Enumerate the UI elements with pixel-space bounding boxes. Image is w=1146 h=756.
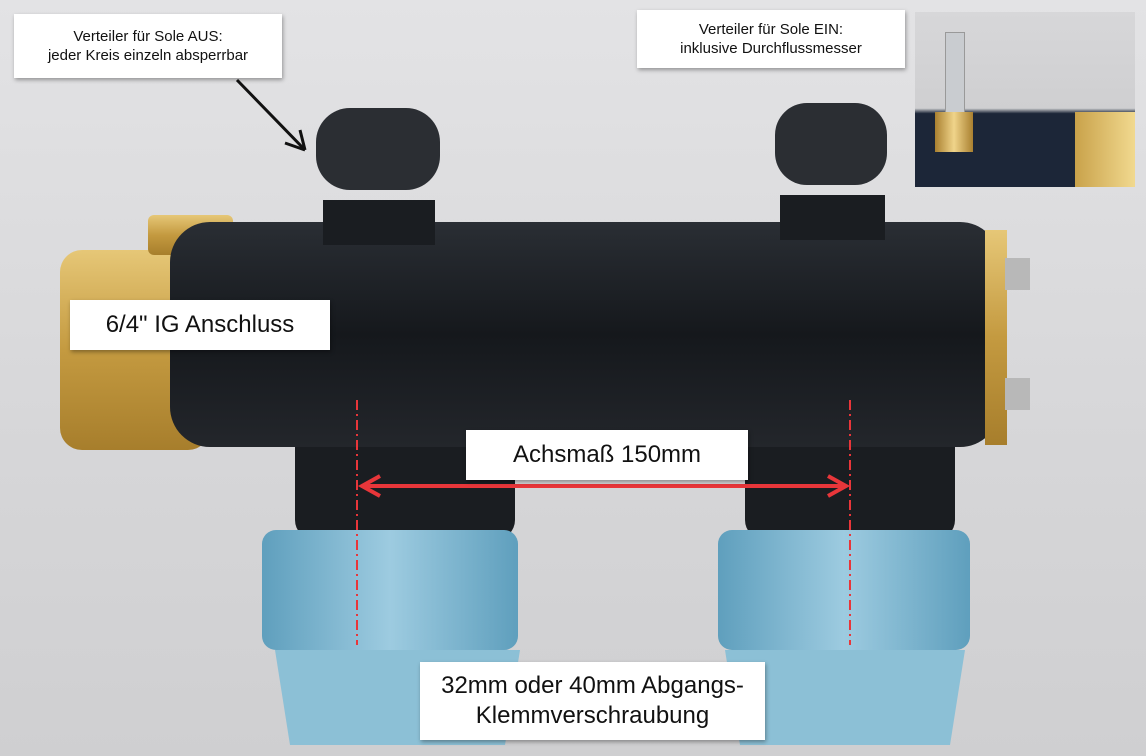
connection-label: 6/4" IG Anschluss xyxy=(70,300,330,350)
nuts xyxy=(1005,258,1030,410)
sole-aus-label: Verteiler für Sole AUS: jeder Kreis einz… xyxy=(14,14,282,78)
label-line: Verteiler für Sole AUS: xyxy=(73,28,223,45)
inset-flowmeter-photo xyxy=(915,12,1135,187)
axis-centerlines xyxy=(356,400,851,645)
label-line: inklusive Durchflussmesser xyxy=(680,40,862,57)
axis-distance-label: Achsmaß 150mm xyxy=(466,430,748,480)
outlet-label: 32mm oder 40mm Abgangs- Klemmverschraubu… xyxy=(420,662,765,740)
distance-arrow xyxy=(357,474,851,498)
label-line: Verteiler für Sole EIN: xyxy=(698,21,844,38)
sole-ein-label: Verteiler für Sole EIN: inklusive Durchf… xyxy=(637,10,905,68)
label-line: jeder Kreis einzeln absperrbar xyxy=(47,47,249,64)
pointer-arrow xyxy=(235,78,307,152)
label-text: 6/4" IG Anschluss xyxy=(105,311,295,338)
left-valve-cap xyxy=(316,108,440,245)
label-text: Achsmaß 150mm xyxy=(512,441,702,468)
label-line: 32mm oder 40mm Abgangs- xyxy=(441,672,744,699)
right-valve-cap xyxy=(775,103,887,240)
label-line: Klemmverschraubung xyxy=(475,702,710,729)
manifold-pipe xyxy=(170,222,1000,447)
brass-end-plate xyxy=(985,230,1007,445)
